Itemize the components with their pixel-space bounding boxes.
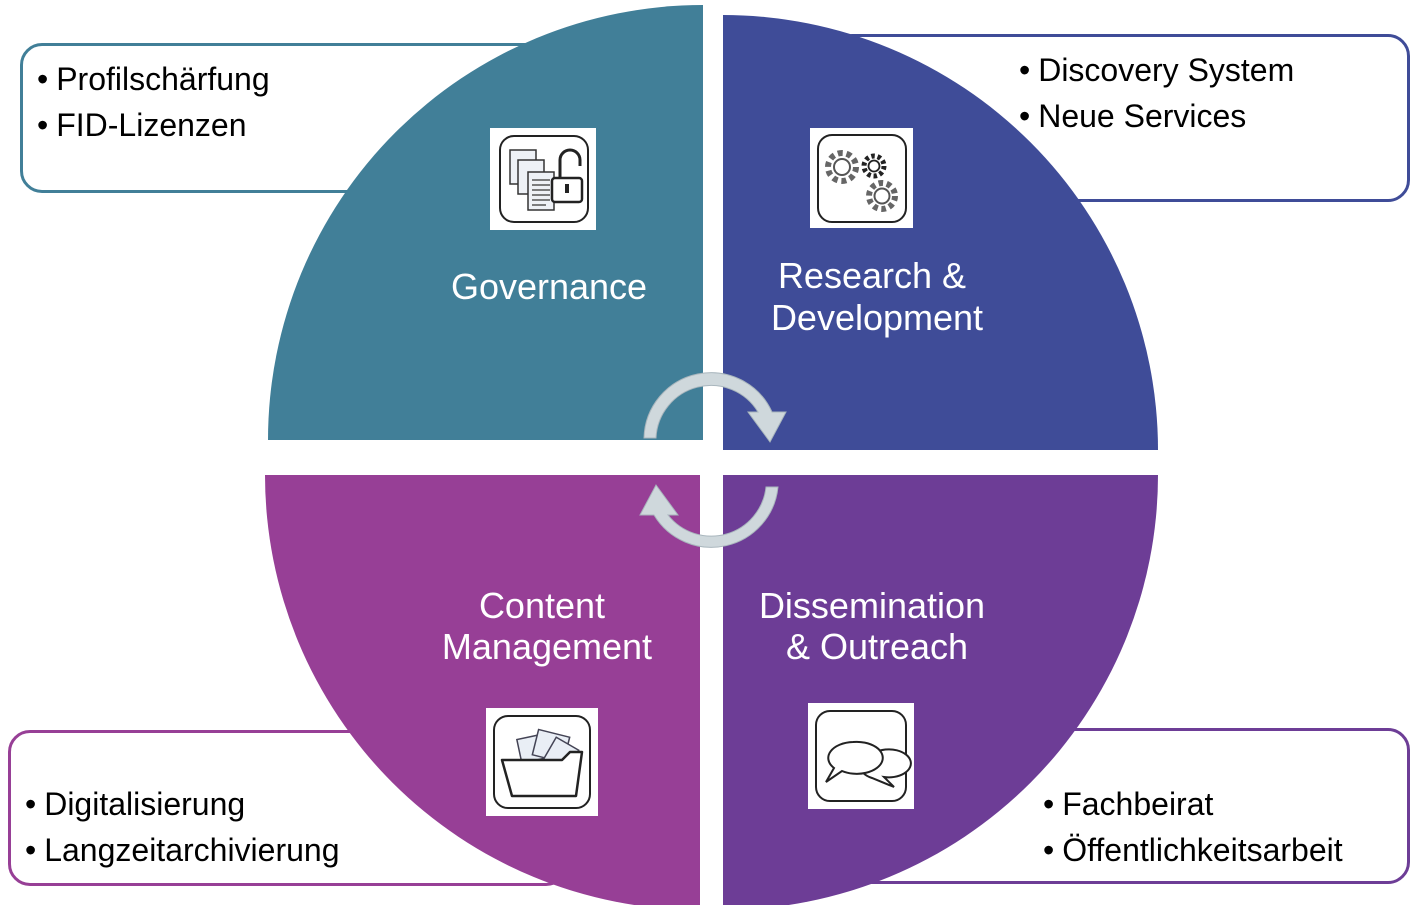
folder-icon [486,708,598,816]
dissemination-label: Dissemination & Outreach [759,585,995,667]
content-quadrant [265,475,700,905]
research-quadrant [723,15,1158,450]
dissemination-label-line-2: & Outreach [786,626,968,667]
content-item-1: Digitalisierung [25,781,340,827]
dissemination-item-1: Fachbeirat [1043,781,1343,827]
research-label-line-1: Research & [778,255,966,296]
dissemination-quadrant [723,475,1158,905]
cycle-arrows-icon [639,372,787,548]
content-label: Content Management [442,585,652,667]
content-item-2: Langzeitarchivierung [25,827,339,873]
dissemination-label-line-1: Dissemination [759,585,985,626]
dissemination-item-2: Öffentlichkeitsarbeit [1043,827,1342,873]
governance-label-line-1: Governance [451,266,647,307]
research-item-2: Neue Services [1019,93,1294,139]
speech-bubbles-icon [808,703,914,809]
gears-icon [810,128,913,228]
documents-lock-icon [490,128,596,230]
governance-item-2: FID-Lizenzen [37,102,270,148]
content-label-line-2: Management [442,626,652,667]
content-label-line-1: Content [479,585,605,626]
research-label: Research & Development [771,255,983,338]
governance-item-1: Profilschärfung [37,56,269,102]
research-label-line-2: Development [771,297,983,338]
cycle-arrow-bottom [639,484,779,548]
governance-quadrant [268,5,703,440]
governance-label: Governance [451,266,647,307]
cycle-arrow-top [643,372,787,443]
research-item-1: Discovery System [1019,47,1294,93]
